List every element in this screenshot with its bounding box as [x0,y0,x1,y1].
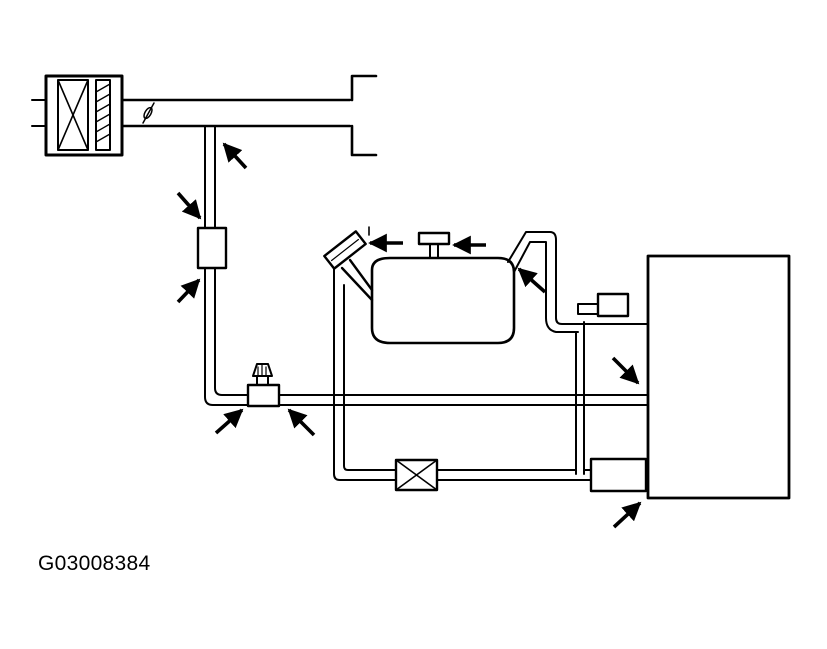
arrow-valve-left [214,408,244,435]
air-filter-housing [31,74,124,157]
purge-line-lower [204,267,249,406]
arrow-intake [222,142,248,170]
vapor-valve [246,363,281,408]
engine-block [646,254,791,500]
arrow-solenoid-bottom [176,278,201,304]
canister-line [436,469,592,481]
vent-branch-vertical [575,321,585,475]
filler-neck [323,230,374,302]
arrow-tank-vent [517,267,547,294]
sensor-connector-line [577,303,599,315]
canister-vent-valve [589,457,648,493]
filler-vent-line [333,267,397,481]
charcoal-canister [394,458,439,492]
purge-line-upper [204,125,216,228]
pressure-sensor [596,292,630,318]
throttle-valve [142,102,155,124]
fuel-tank [370,256,516,345]
tank-sender [417,231,451,259]
purge-solenoid [196,226,228,270]
tank-vent-line [507,231,649,333]
arrow-valve-right [287,408,316,437]
arrow-vent-valve [612,501,642,529]
arrow-solenoid-top [176,191,202,220]
intake-duct [120,74,378,157]
arrow-engine [611,356,640,385]
vapor-line-main [278,394,649,406]
figure-code: G03008384 [38,552,151,575]
